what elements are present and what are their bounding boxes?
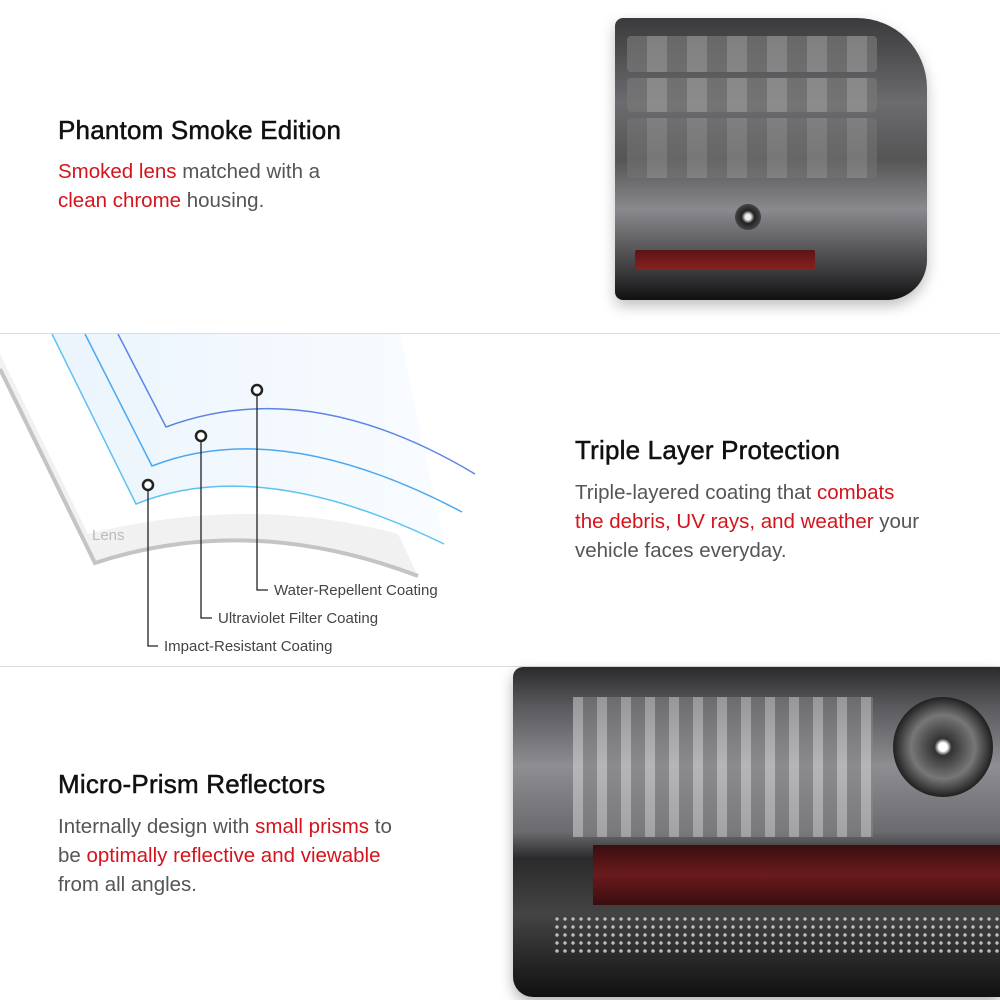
label-impact-resistant: Impact-Resistant Coating [164,638,333,655]
lens-shape [0,334,418,576]
highlight-text: optimally reflective and viewable [86,844,381,867]
marker-water [250,383,264,397]
section-description: Smoked lens matched with a clean chrome … [58,157,320,215]
layer-line-impact [51,334,445,545]
text: be [58,844,87,867]
text: Internally design with [58,815,256,838]
divider [0,333,1000,334]
section-title: Micro-Prism Reflectors [58,769,326,800]
label-water-repellent: Water-Repellent Coating [274,582,438,599]
highlight-text: clean chrome [58,189,182,212]
divider [0,666,1000,667]
text: matched with a [176,160,321,183]
marker-impact [141,478,155,492]
section-phantom-smoke: Phantom Smoke Edition Smoked lens matche… [0,0,1000,333]
section-title: Phantom Smoke Edition [58,115,342,146]
text: Triple-layered coating that [575,481,817,504]
section-description: Internally design with small prisms to b… [58,812,392,899]
text: your [873,510,920,533]
tail-light-image [615,18,927,300]
layer-line-uv [84,334,463,513]
highlight-text: combats [816,481,895,504]
text: vehicle faces everyday. [575,539,787,562]
text: to [369,815,392,838]
label-uv-filter: Ultraviolet Filter Coating [218,610,379,627]
text: from all angles. [58,873,198,896]
layer-line-water [117,334,476,475]
tail-light-closeup-image [513,667,1000,997]
text: housing. [181,189,265,212]
highlight-text: the debris, UV rays, and weather [575,510,874,533]
section-triple-layer: Lens Water-Repellent Coating Ultraviolet… [0,334,1000,666]
marker-uv [194,429,208,443]
section-description: Triple-layered coating that combats the … [575,478,919,565]
lens-label: Lens [92,527,125,544]
section-title: Triple Layer Protection [575,435,841,466]
coating-layers-diagram [0,334,476,647]
highlight-text: Smoked lens [58,160,177,183]
highlight-text: small prisms [255,815,370,838]
